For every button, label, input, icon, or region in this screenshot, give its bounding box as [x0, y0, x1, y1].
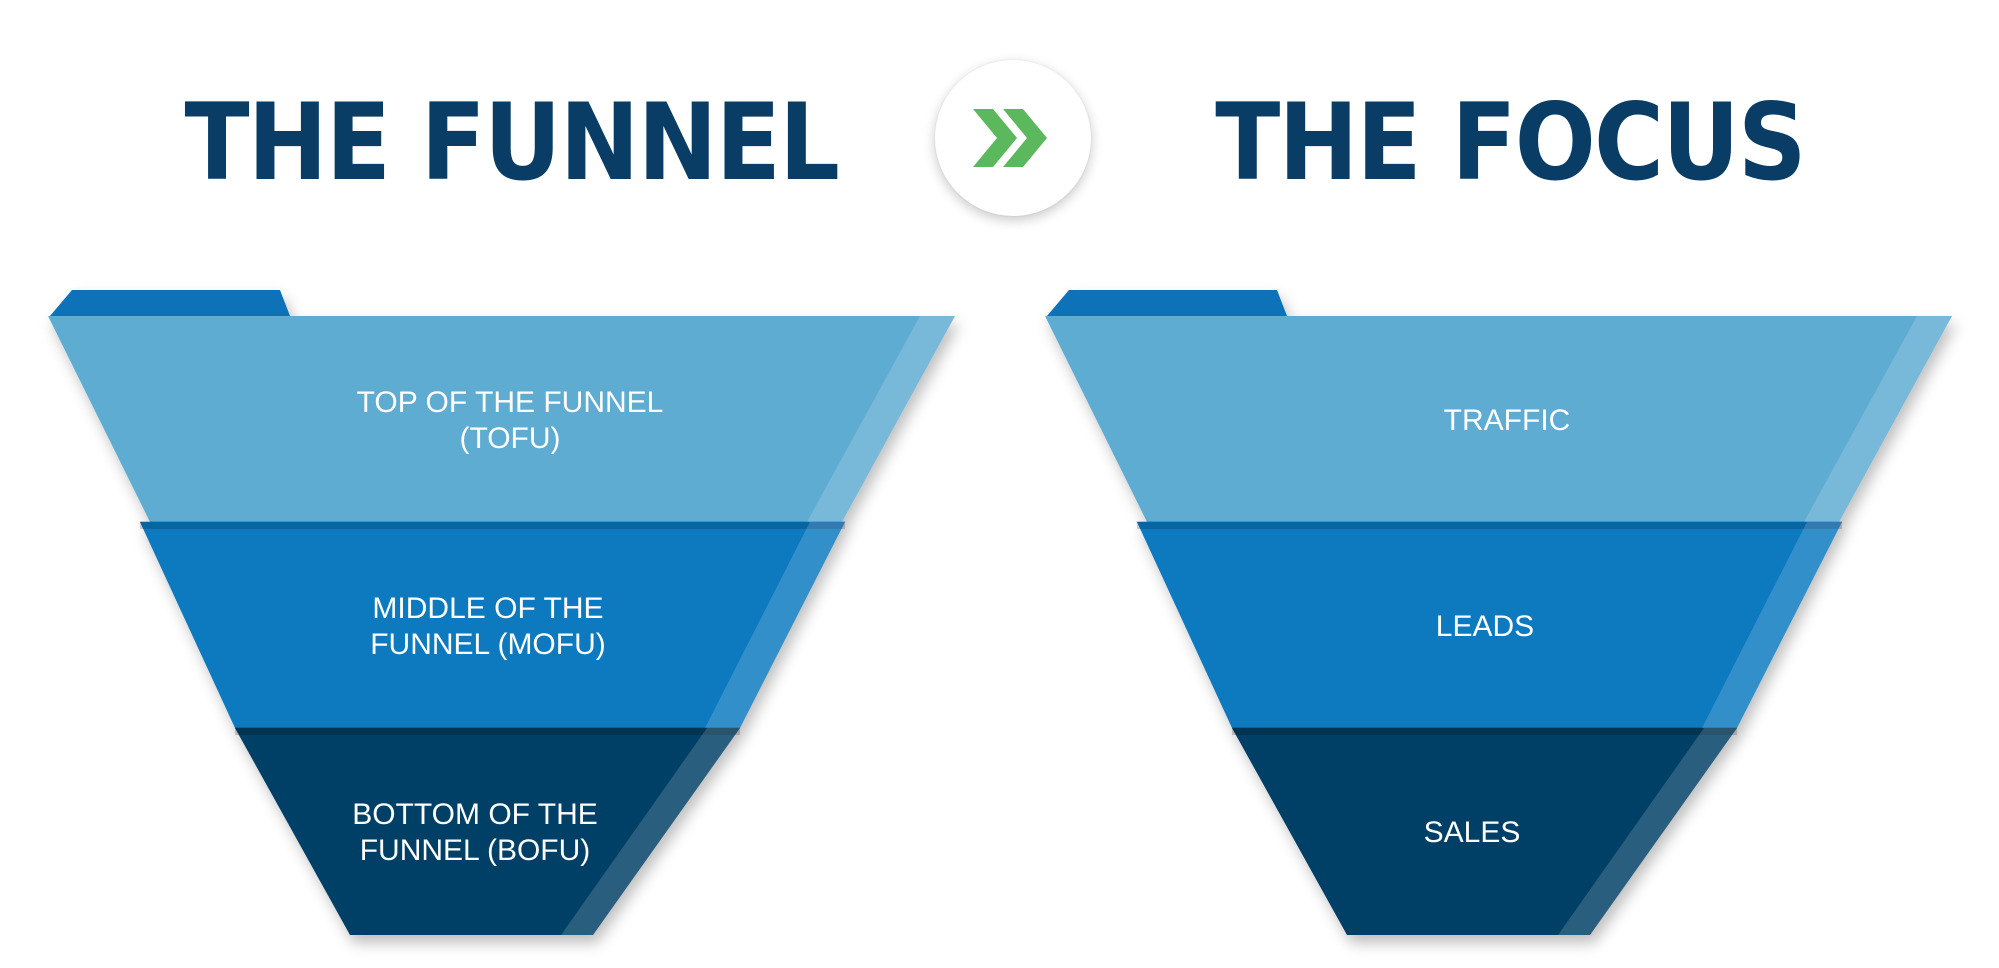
tier-seam [235, 727, 740, 735]
tier-label-top: TRAFFIC [1444, 404, 1571, 437]
tier-label-line: SALES [1424, 816, 1521, 849]
funnel-shape [48, 290, 955, 935]
funnel-shape [1045, 290, 1952, 935]
arrow-badge [935, 60, 1091, 216]
tier-seam [140, 521, 845, 529]
tier-highlight [1558, 728, 1737, 935]
funnel-tier-top [48, 316, 955, 522]
funnel-tab [1047, 290, 1287, 316]
tier-label-line: TOP OF THE FUNNEL [357, 386, 664, 419]
tier-highlight [1702, 522, 1842, 728]
funnel-tier-bottom [235, 728, 740, 935]
tier-highlight [561, 728, 740, 935]
funnel-tab [50, 290, 290, 316]
tier-seam [1137, 521, 1842, 529]
tier-highlight [1804, 316, 1952, 522]
tier-label-middle: LEADS [1436, 610, 1534, 643]
funnel-tier-middle [1137, 522, 1842, 728]
funnel-heading: THE FUNNEL [184, 81, 840, 204]
focus-heading: THE FOCUS [1215, 81, 1806, 204]
tier-label-line: TRAFFIC [1444, 404, 1571, 437]
funnel-tier-bottom [1232, 728, 1737, 935]
funnel-tier-middle [140, 522, 845, 728]
tier-label-line: FUNNEL (MOFU) [370, 628, 606, 661]
tier-label-top: TOP OF THE FUNNEL(TOFU) [357, 386, 664, 455]
tier-highlight [807, 316, 955, 522]
funnel-tier-top [1045, 316, 1952, 522]
tier-label-line: LEADS [1436, 610, 1534, 643]
tier-label-line: MIDDLE OF THE [372, 592, 603, 625]
focus-diagram: TRAFFIC LEADS SALES [1045, 290, 1952, 935]
double-chevron-right-icon [973, 109, 1047, 167]
tier-label-line: (TOFU) [459, 422, 560, 455]
tier-label-line: FUNNEL (BOFU) [360, 834, 591, 867]
tier-seam [1232, 727, 1737, 735]
tier-label-bottom: SALES [1424, 816, 1521, 849]
tier-label-line: BOTTOM OF THE [352, 798, 598, 831]
tier-highlight [705, 522, 845, 728]
